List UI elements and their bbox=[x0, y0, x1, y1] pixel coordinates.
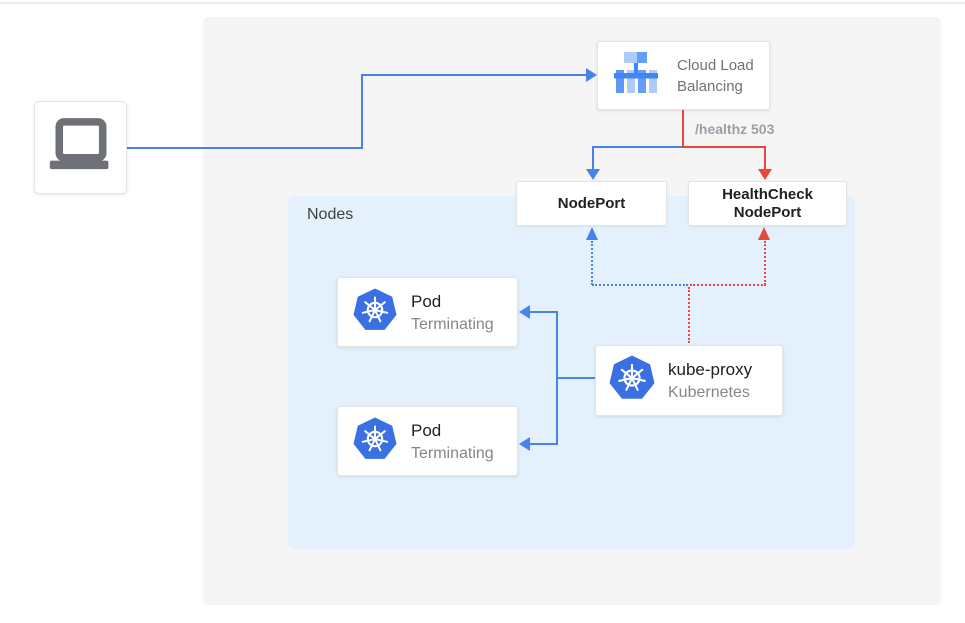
kube-proxy-title: kube-proxy bbox=[668, 360, 753, 379]
healthcheck-nodeport-label-line2: NodePort bbox=[733, 203, 802, 221]
pod-title: Pod bbox=[411, 420, 442, 440]
kubernetes-icon bbox=[353, 417, 397, 466]
nodeport-card: NodePort bbox=[516, 181, 667, 226]
connector-to-healthcheck bbox=[764, 146, 766, 171]
kubernetes-icon bbox=[609, 355, 655, 406]
cloud-load-balancing-card: Cloud Load Balancing bbox=[597, 41, 770, 110]
dotted-up-to-healthcheck bbox=[764, 241, 766, 285]
connector-split-right-red bbox=[682, 146, 766, 148]
healthcheck-nodeport-label-line1: HealthCheck bbox=[722, 185, 813, 203]
connector-to-pod2 bbox=[530, 443, 557, 445]
arrowhead-into-pod1 bbox=[519, 305, 530, 319]
connector-client-horizontal bbox=[127, 147, 362, 149]
connector-kubeproxy-out bbox=[556, 377, 595, 379]
nodes-panel-label: Nodes bbox=[307, 206, 354, 223]
healthz-status-label: /healthz 503 bbox=[695, 121, 775, 137]
pod-status: Terminating bbox=[411, 315, 494, 333]
arrowhead-up-nodeport bbox=[586, 227, 598, 240]
pod-title: Pod bbox=[411, 291, 442, 311]
connector-split-left-blue bbox=[592, 146, 684, 148]
client-laptop-card bbox=[34, 101, 127, 194]
pod-status: Terminating bbox=[411, 444, 494, 462]
kubernetes-icon bbox=[353, 288, 397, 337]
arrowhead-into-healthcheck bbox=[758, 169, 772, 180]
connector-pods-vertical bbox=[556, 311, 558, 445]
connector-to-pod1 bbox=[530, 311, 557, 313]
laptop-icon bbox=[47, 117, 115, 178]
cloud-load-balancing-icon bbox=[613, 51, 659, 100]
arrowhead-into-load-balancer bbox=[586, 68, 597, 82]
cloud-load-balancing-label: Cloud Load Balancing bbox=[677, 56, 754, 95]
dotted-horizontal-red bbox=[690, 284, 766, 286]
kube-proxy-card: kube-proxy Kubernetes bbox=[595, 345, 783, 416]
dotted-kubeproxy-up bbox=[688, 287, 690, 343]
pod-card-2: Pod Terminating bbox=[337, 406, 518, 476]
connector-client-vertical bbox=[361, 74, 363, 149]
arrowhead-into-pod2 bbox=[519, 437, 530, 451]
connector-to-nodeport bbox=[592, 146, 594, 171]
connector-client-to-lb bbox=[361, 74, 587, 76]
arrowhead-up-healthcheck bbox=[758, 227, 770, 240]
connector-lb-down-red bbox=[682, 110, 684, 148]
dotted-horizontal-blue bbox=[592, 284, 688, 286]
top-divider bbox=[0, 2, 965, 4]
dotted-up-to-nodeport bbox=[591, 241, 593, 285]
pod-card-1: Pod Terminating bbox=[337, 277, 518, 347]
nodeport-label: NodePort bbox=[557, 195, 626, 212]
arrowhead-into-nodeport bbox=[586, 169, 600, 180]
healthcheck-nodeport-card: HealthCheck NodePort bbox=[688, 181, 847, 226]
kube-proxy-subtitle: Kubernetes bbox=[668, 384, 750, 401]
